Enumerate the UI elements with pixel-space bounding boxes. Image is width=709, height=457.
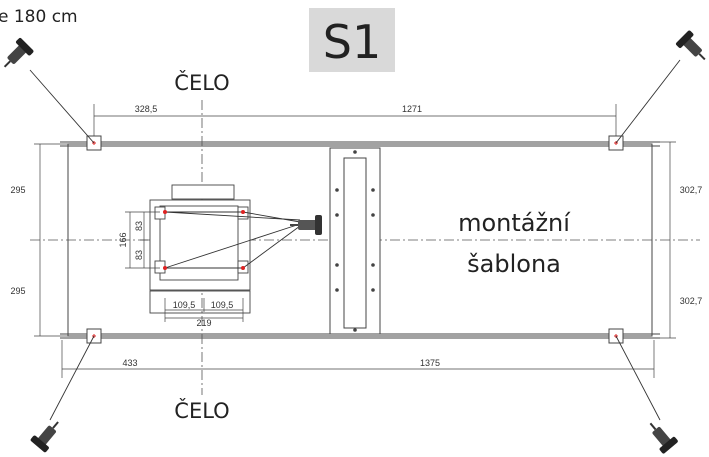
drill-icon-center — [290, 215, 322, 235]
dim-302-7-upper: 302,7 — [680, 185, 703, 195]
bottom-dimension-lines — [61, 340, 655, 378]
drill-icon-top-right — [675, 30, 706, 61]
dim-1375: 1375 — [420, 358, 440, 368]
drill-icon-bottom-right — [649, 422, 678, 454]
dim-1271: 1271 — [402, 104, 422, 114]
center-slot-plate — [329, 147, 381, 335]
left-dimension-lines — [34, 143, 68, 337]
drill-guide-lines — [29, 59, 681, 421]
front-label-top: ČELO — [174, 70, 229, 95]
right-dimension-lines — [652, 141, 676, 339]
drill-icon-top-left — [3, 37, 34, 68]
badge-label: S1 — [323, 15, 381, 69]
dim-295-lower: 295 — [10, 286, 25, 296]
badge-background — [309, 8, 395, 72]
bracket-holes — [163, 210, 245, 270]
dim-83-lower: 83 — [134, 250, 144, 260]
dim-109-5-left: 109,5 — [173, 300, 196, 310]
dim-83-upper: 83 — [134, 221, 144, 231]
caption-text: e 180 cm — [0, 7, 78, 27]
dim-302-7-lower: 302,7 — [680, 296, 703, 306]
mounting-bracket — [149, 184, 251, 314]
front-label-bottom: ČELO — [174, 398, 229, 423]
inner-dimension-lines — [125, 211, 244, 322]
dim-109-5-right: 109,5 — [211, 300, 234, 310]
bracket-lines — [164, 211, 301, 269]
top-dimension-lines — [93, 104, 617, 136]
drill-icon-bottom-left — [30, 421, 59, 453]
dim-219: 219 — [196, 318, 211, 328]
template-label-line2: šablona — [467, 250, 561, 278]
dim-166: 166 — [118, 232, 128, 247]
dim-295-upper: 295 — [10, 185, 25, 195]
dim-433: 433 — [122, 358, 137, 368]
template-label-line1: montážní — [458, 209, 571, 237]
dim-328-5: 328,5 — [135, 104, 158, 114]
